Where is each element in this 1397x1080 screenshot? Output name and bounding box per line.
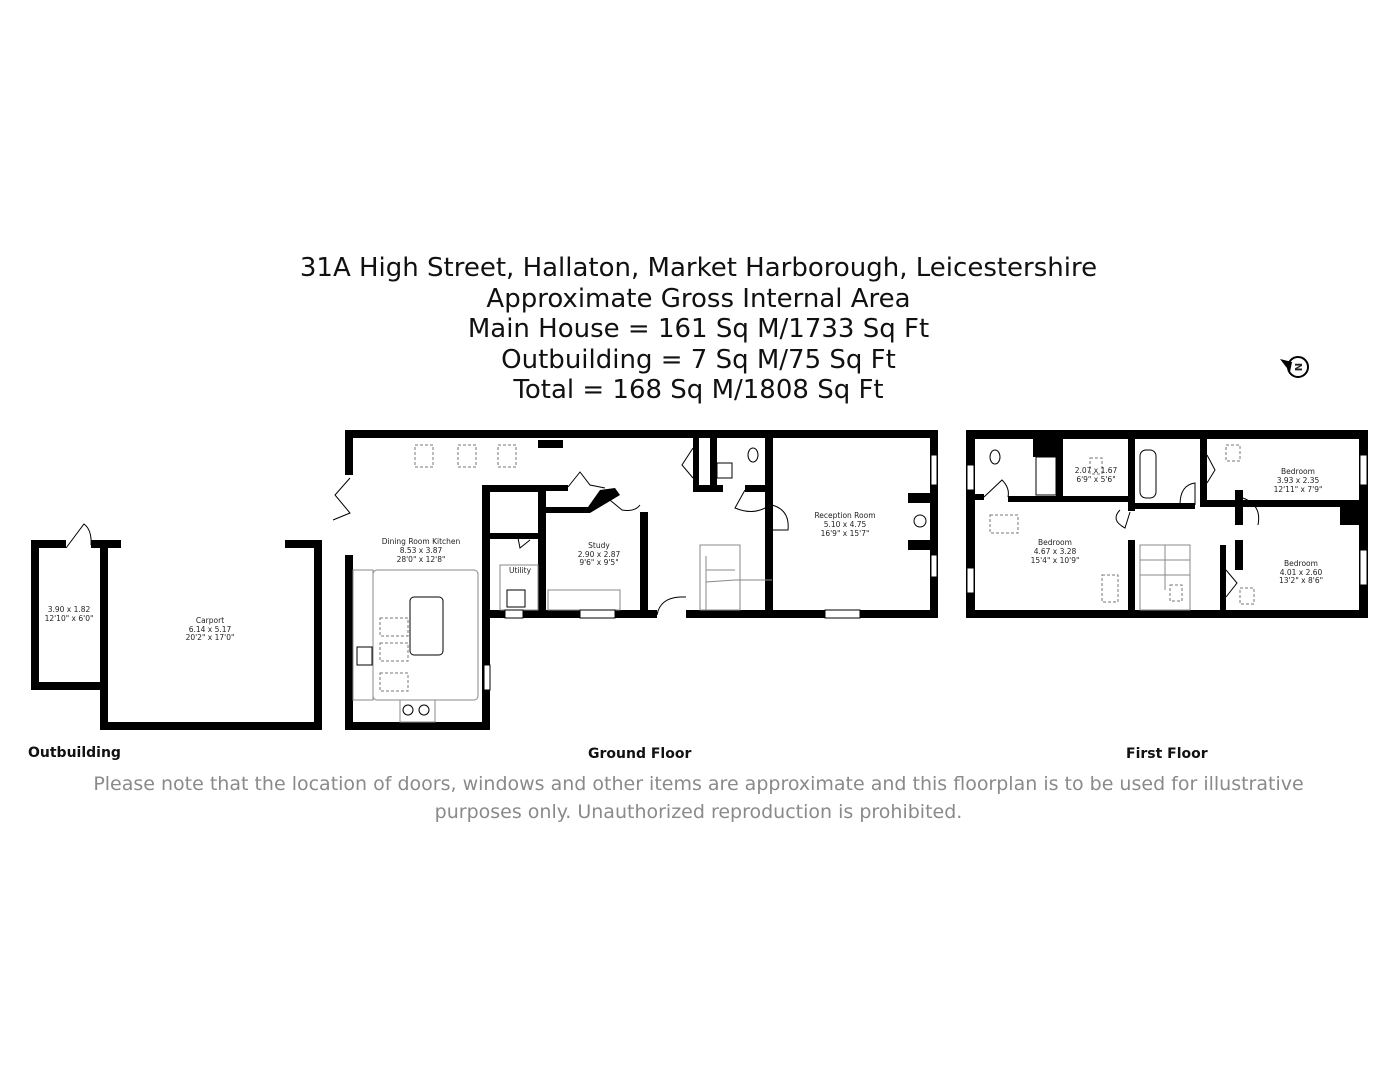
room-bedroom-2: Bedroom 4.67 x 3.28 15'4" x 10'9" bbox=[1031, 538, 1080, 565]
room-first-floor-small: 2.07 x 1.67 6'9" x 5'6" bbox=[1075, 466, 1118, 484]
room-metric: 2.07 x 1.67 bbox=[1075, 466, 1118, 475]
north-arrow-icon: N bbox=[1280, 356, 1309, 378]
room-dining-room-kitchen: Dining Room Kitchen 8.53 x 3.87 28'0" x … bbox=[382, 537, 461, 564]
outbuilding-area: Outbuilding = 7 Sq M/75 Sq Ft bbox=[501, 344, 896, 375]
room-imperial: 12'10" x 6'0" bbox=[45, 614, 94, 623]
room-metric: 6.14 x 5.17 bbox=[189, 625, 232, 634]
room-name: Dining Room Kitchen bbox=[382, 537, 461, 546]
room-name: Reception Room bbox=[814, 511, 875, 520]
address: 31A High Street, Hallaton, Market Harbor… bbox=[299, 253, 1098, 283]
room-metric: 4.67 x 3.28 bbox=[1034, 547, 1077, 556]
floor-label-outbuilding: Outbuilding bbox=[28, 745, 121, 761]
room-imperial: 16'9" x 15'7" bbox=[821, 529, 870, 538]
room-name: Carport bbox=[196, 616, 224, 625]
room-imperial: 6'9" x 5'6" bbox=[1076, 475, 1115, 484]
room-name: Utility bbox=[509, 566, 532, 575]
total-area: Total = 168 Sq M/1808 Sq Ft bbox=[513, 375, 884, 405]
room-utility: Utility bbox=[509, 566, 532, 575]
room-metric: 8.53 x 3.87 bbox=[400, 546, 443, 555]
floor-label-first: First Floor bbox=[1126, 746, 1208, 762]
first-floor-plan bbox=[966, 430, 1368, 618]
room-bedroom-3: Bedroom 4.01 x 2.60 13'2" x 8'6" bbox=[1279, 559, 1323, 585]
room-name: Bedroom bbox=[1281, 467, 1315, 476]
floorplan-header: 31A High Street, Hallaton, Market Harbor… bbox=[0, 253, 1397, 406]
room-name: Study bbox=[588, 541, 610, 550]
room-metric: 4.01 x 2.60 bbox=[1280, 568, 1323, 577]
room-imperial: 13'2" x 8'6" bbox=[1279, 576, 1323, 585]
main-house-area: Main House = 161 Sq M/1733 Sq Ft bbox=[467, 314, 930, 344]
disclaimer: Please note that the location of doors, … bbox=[93, 773, 1304, 823]
room-carport: Carport 6.14 x 5.17 20'2" x 17'0" bbox=[186, 616, 235, 642]
room-study: Study 2.90 x 2.87 9'6" x 9'5" bbox=[578, 541, 621, 567]
room-imperial: 12'11" x 7'9" bbox=[1274, 485, 1323, 494]
room-imperial: 28'0" x 12'8" bbox=[397, 555, 446, 564]
room-metric: 5.10 x 4.75 bbox=[824, 520, 867, 529]
ground-floor-plan bbox=[332, 430, 938, 730]
room-imperial: 9'6" x 9'5" bbox=[579, 558, 618, 567]
outbuilding-plan bbox=[31, 523, 322, 730]
room-name: Bedroom bbox=[1284, 559, 1318, 568]
floor-label-ground: Ground Floor bbox=[588, 746, 692, 762]
room-reception-room: Reception Room 5.10 x 4.75 16'9" x 15'7" bbox=[814, 511, 875, 538]
room-metric: 2.90 x 2.87 bbox=[578, 550, 621, 559]
room-bedroom-1: Bedroom 3.93 x 2.35 12'11" x 7'9" bbox=[1274, 467, 1323, 494]
room-metric: 3.90 x 1.82 bbox=[48, 605, 91, 614]
room-imperial: 20'2" x 17'0" bbox=[186, 633, 235, 642]
area-heading: Approximate Gross Internal Area bbox=[486, 283, 911, 314]
room-imperial: 15'4" x 10'9" bbox=[1031, 556, 1080, 565]
room-outbuilding-store: 3.90 x 1.82 12'10" x 6'0" bbox=[45, 605, 94, 623]
compass-label: N bbox=[1294, 363, 1305, 371]
room-name: Bedroom bbox=[1038, 538, 1072, 547]
room-metric: 3.93 x 2.35 bbox=[1277, 476, 1320, 485]
